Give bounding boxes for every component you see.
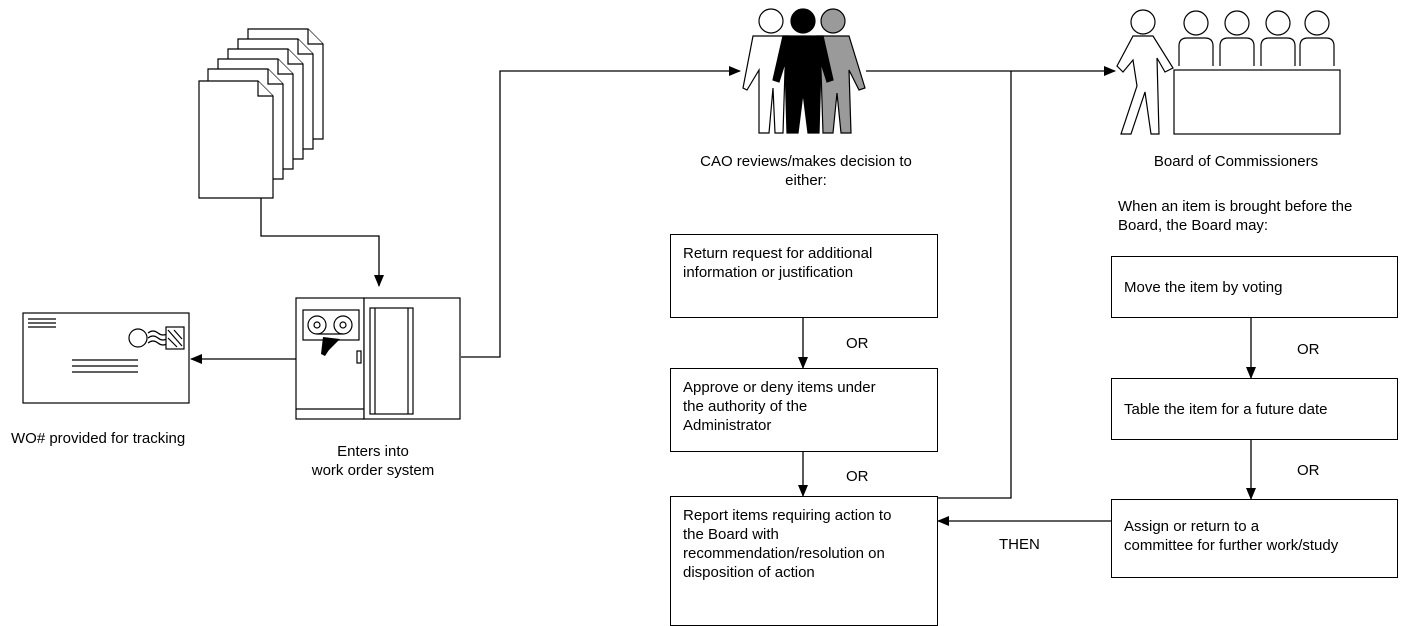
cao-group-icon bbox=[742, 8, 866, 134]
board-option-assign-line1: Assign or return to a bbox=[1124, 518, 1260, 535]
cao-option-report-line1: Report items requiring action to bbox=[683, 507, 892, 524]
report-to-board-line bbox=[938, 71, 1012, 499]
board-title: Board of Commissioners bbox=[1153, 153, 1319, 170]
cao-option-approve-line2: the authority of the bbox=[683, 398, 808, 415]
document-stack-icon bbox=[198, 28, 324, 199]
then-label: THEN bbox=[999, 536, 1040, 553]
cao-option-report-line4: disposition of action bbox=[683, 564, 815, 581]
machine-to-cao-arrow bbox=[461, 66, 741, 358]
cao-label: CAO reviews/makes decision to either: bbox=[656, 152, 956, 190]
envelope-icon bbox=[22, 312, 190, 404]
cao-label-line2: either: bbox=[785, 172, 827, 189]
cao-option-return: Return request for additional informatio… bbox=[670, 234, 938, 318]
docs-to-machine-arrow bbox=[260, 198, 384, 287]
enters-system-label: Enters into work order system bbox=[278, 442, 468, 480]
cao-option-approve-line3: Administrator bbox=[683, 417, 772, 434]
cao-or-label-1: OR bbox=[846, 335, 869, 352]
board-or-label-2: OR bbox=[1297, 462, 1320, 479]
cao-or-label-2: OR bbox=[846, 468, 869, 485]
cao-option-approve: Approve or deny items under the authorit… bbox=[670, 368, 938, 452]
board-of-commissioners-icon bbox=[1116, 9, 1341, 135]
board-option-table-line1: Table the item for a future date bbox=[1124, 401, 1328, 418]
board-option-table: Table the item for a future date bbox=[1111, 378, 1398, 440]
work-order-machine-icon bbox=[295, 297, 461, 420]
tracking-label: WO# provided for tracking bbox=[11, 430, 186, 447]
board-or-label-1: OR bbox=[1297, 341, 1320, 358]
cao-option-approve-line1: Approve or deny items under bbox=[683, 379, 876, 396]
board-intro-line2: Board, the Board may: bbox=[1118, 217, 1269, 234]
cao-label-line1: CAO reviews/makes decision to bbox=[700, 153, 912, 170]
cao-option-report: Report items requiring action to the Boa… bbox=[670, 496, 938, 626]
cao-option-return-line1: Return request for additional bbox=[683, 245, 873, 262]
cao-option-report-line2: the Board with bbox=[683, 526, 779, 543]
board-option-assign-line2: committee for further work/study bbox=[1124, 537, 1339, 554]
board-intro: When an item is brought before the Board… bbox=[1118, 197, 1407, 235]
board-option-assign: Assign or return to a committee for furt… bbox=[1111, 499, 1398, 578]
board-option-move: Move the item by voting bbox=[1111, 256, 1398, 318]
cao-option-return-line2: information or justification bbox=[683, 264, 854, 281]
cao-option-report-line3: recommendation/resolution on bbox=[683, 545, 885, 562]
enters-system-label-line1: Enters into bbox=[337, 443, 409, 460]
board-option-move-line1: Move the item by voting bbox=[1124, 279, 1283, 296]
board-intro-line1: When an item is brought before the bbox=[1118, 198, 1353, 215]
enters-system-label-line2: work order system bbox=[311, 462, 435, 479]
